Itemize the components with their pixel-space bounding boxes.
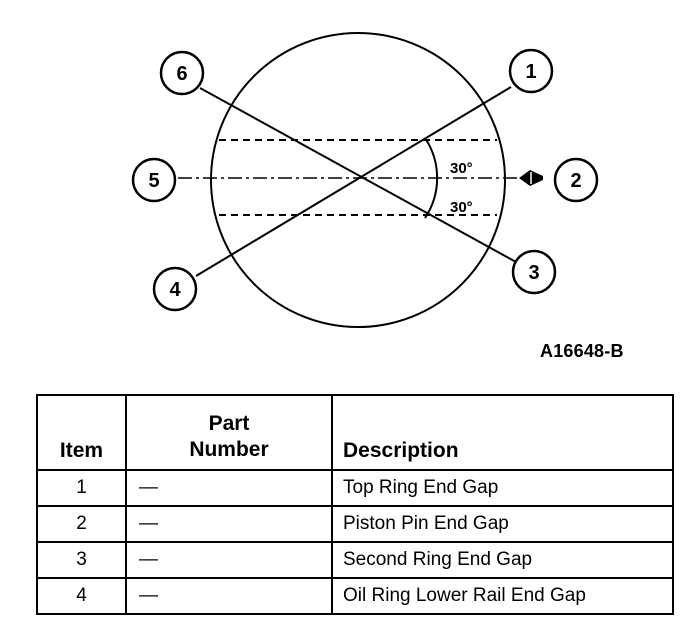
table-row: 3 — Second Ring End Gap — [36, 541, 674, 579]
callout-4: 4 — [152, 266, 198, 312]
svg-text:5: 5 — [148, 170, 159, 192]
row-part-number: — — [125, 469, 333, 507]
line-4-to-1 — [195, 86, 512, 277]
svg-text:2: 2 — [570, 170, 581, 192]
row-item: 1 — [36, 469, 127, 507]
svg-text:1: 1 — [525, 61, 536, 83]
row-item: 3 — [36, 541, 127, 579]
arrow-marker-icon — [519, 170, 543, 186]
row-description: Piston Pin End Gap — [331, 505, 674, 543]
angle-label-upper: 30° — [450, 160, 473, 177]
table-row: 4 — Oil Ring Lower Rail End Gap — [36, 577, 674, 615]
parts-table: Item Part Number Description 1 — Top Rin… — [36, 394, 674, 615]
table-row: 1 — Top Ring End Gap — [36, 469, 674, 507]
svg-text:3: 3 — [528, 262, 539, 284]
row-description: Oil Ring Lower Rail End Gap — [331, 577, 674, 615]
callout-5: 5 — [131, 157, 177, 203]
svg-text:4: 4 — [169, 279, 181, 301]
angle-arc — [424, 137, 439, 219]
angle-label-lower: 30° — [450, 199, 473, 216]
row-part-number: — — [125, 505, 333, 543]
callout-1: 1 — [508, 48, 554, 94]
row-description: Second Ring End Gap — [331, 541, 674, 579]
callout-3: 3 — [511, 249, 557, 295]
header-item: Item — [36, 394, 127, 471]
row-item: 4 — [36, 577, 127, 615]
header-part-line1: Part — [208, 412, 250, 435]
row-part-number: — — [125, 541, 333, 579]
table-row: 2 — Piston Pin End Gap — [36, 505, 674, 543]
header-description: Description — [331, 394, 674, 471]
piston-ring-gap-diagram: 30° 30° 1 2 3 4 5 6 — [131, 32, 599, 328]
header-part-number: Part Number — [125, 394, 333, 471]
row-description: Top Ring End Gap — [331, 469, 674, 507]
row-part-number: — — [125, 577, 333, 615]
line-6-to-3 — [199, 87, 517, 263]
figure-id: A16648-B — [540, 341, 624, 361]
svg-text:6: 6 — [176, 63, 187, 85]
piston-outline — [210, 32, 506, 328]
callout-2: 2 — [553, 157, 599, 203]
header-part-line2: Number — [189, 438, 269, 461]
callout-6: 6 — [159, 50, 205, 96]
row-item: 2 — [36, 505, 127, 543]
table-header-row: Item Part Number Description — [36, 394, 674, 471]
